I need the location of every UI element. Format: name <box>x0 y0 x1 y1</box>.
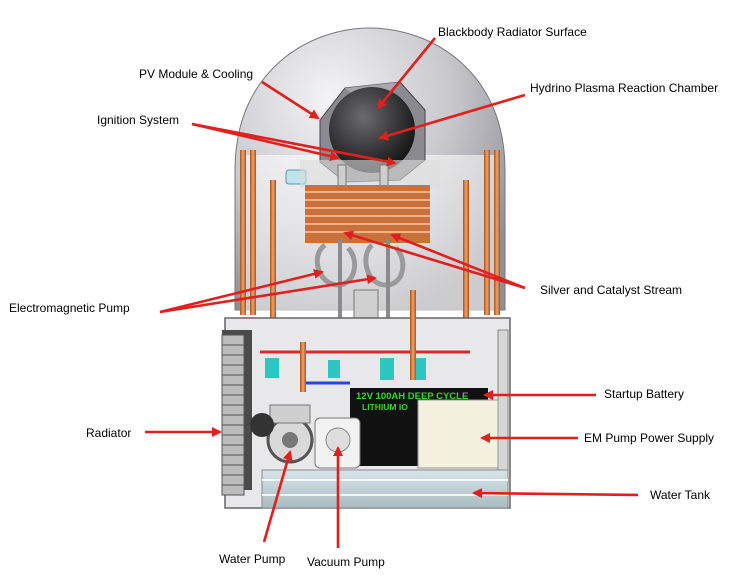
pv-cooling-pipe <box>494 150 500 315</box>
pv-cooling-pipe <box>463 180 469 320</box>
label-ignition: Ignition System <box>97 113 180 127</box>
label-em-pump: Electromagnetic Pump <box>9 301 130 315</box>
label-startup-battery: Startup Battery <box>604 387 685 401</box>
pv-cooling-pipe <box>240 150 246 315</box>
arrow-blackbody <box>376 37 437 110</box>
arrow-em-pump-1 <box>159 269 324 314</box>
arrow-pv-module <box>261 80 320 120</box>
arrow-water-tank <box>472 488 639 499</box>
label-blackbody: Blackbody Radiator Surface <box>438 25 587 39</box>
em-pump-power-supply <box>417 399 499 469</box>
label-water-tank: Water Tank <box>650 488 711 502</box>
reaction-chamber-sphere <box>329 87 415 173</box>
pv-cooling-pipe <box>250 150 256 315</box>
label-hydrino: Hydrino Plasma Reaction Chamber <box>530 81 719 95</box>
copper-coil <box>305 185 430 243</box>
arrow-water-pump <box>262 450 293 543</box>
battery-label-line1: 12V 100AH DEEP CYCLE <box>356 391 468 402</box>
water-tank <box>261 469 509 509</box>
pv-cooling-pipe <box>484 150 490 315</box>
pv-cooling-pipe <box>270 180 276 320</box>
label-em-power: EM Pump Power Supply <box>584 431 715 445</box>
battery-label-line2: LITHIUM IO <box>362 402 408 412</box>
label-silver: Silver and Catalyst Stream <box>540 283 683 297</box>
pointer-arrows <box>145 37 639 548</box>
label-radiator: Radiator <box>86 426 132 440</box>
arrow-ignition-2 <box>191 122 397 167</box>
arrow-silver-2 <box>390 233 526 290</box>
label-vacuum-pump: Vacuum Pump <box>307 555 385 569</box>
arrow-em-pump-2 <box>159 274 377 314</box>
arrow-hydrino <box>378 93 526 141</box>
label-water-pump: Water Pump <box>219 552 286 566</box>
radiator-fins <box>221 334 245 496</box>
label-pv-module: PV Module & Cooling <box>139 67 254 81</box>
arrow-silver-1 <box>343 230 526 290</box>
